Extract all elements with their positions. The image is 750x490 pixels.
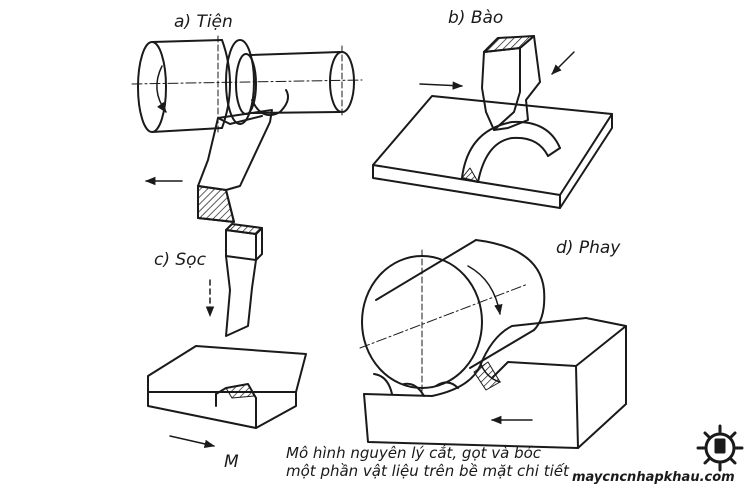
label-milling: d) Phay xyxy=(556,238,621,258)
slotting-feed-arrow xyxy=(169,435,216,449)
milling-workpiece xyxy=(363,317,627,449)
planing-workpiece xyxy=(372,95,613,196)
caption-line-2: một phần vật liệu trên bề mặt chi tiết xyxy=(286,462,569,480)
turning-small-cylinder xyxy=(249,51,341,114)
label-feed-m: M xyxy=(224,452,239,472)
caption-line-1: Mô hình nguyên lý cắt, gọt và bóc xyxy=(286,444,542,462)
slotting-workpiece xyxy=(147,345,307,393)
slotting-illustration xyxy=(147,223,307,449)
turning-illustration xyxy=(131,35,363,223)
turning-large-cylinder xyxy=(151,39,223,133)
slotting-tool xyxy=(225,227,263,337)
milling-cutter xyxy=(375,239,535,369)
label-slotting: c) Sọc xyxy=(154,250,206,270)
milling-illustration xyxy=(359,239,627,449)
planing-illustration xyxy=(372,35,613,209)
label-planing: b) Bào xyxy=(448,8,504,28)
label-turning: a) Tiện xyxy=(174,12,233,32)
watermark-text: maycncnhapkhau.com xyxy=(572,470,735,485)
gear-cnc-icon xyxy=(696,424,744,472)
turning-tool xyxy=(197,109,273,191)
